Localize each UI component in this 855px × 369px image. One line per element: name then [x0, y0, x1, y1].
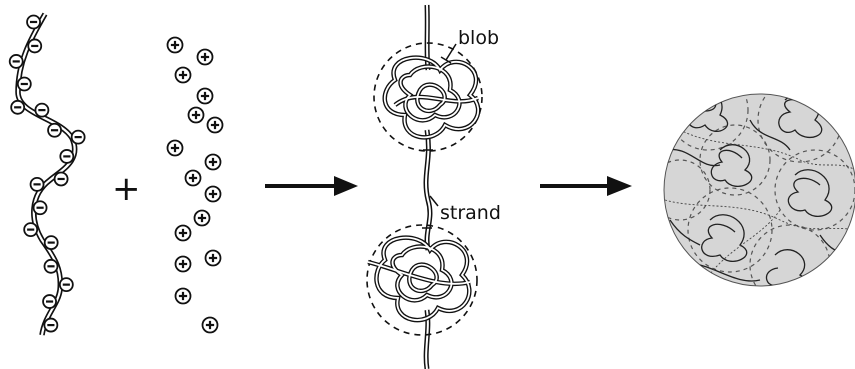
blob-strand-structure: blob strand [366, 4, 501, 369]
blob-lower [366, 224, 478, 336]
plus-sign: + [112, 169, 141, 209]
positive-charge-icon [204, 185, 222, 203]
negative-charge-icon [26, 14, 41, 30]
negative-charge-icon [29, 176, 45, 192]
negative-charge-icon [70, 129, 86, 145]
positive-charge-icon [204, 153, 222, 171]
strand-pointer [429, 195, 439, 207]
positive-charge-icon [174, 255, 192, 273]
negative-charge-icon [27, 38, 43, 54]
negative-charge-icon [10, 99, 26, 115]
positive-charge-icon [184, 169, 202, 187]
positive-charge-icon [166, 36, 184, 54]
right-arrow-icon [265, 176, 358, 196]
positive-charge-icon [201, 316, 219, 334]
negative-charge-icon [8, 54, 24, 69]
positive-charge-icon [196, 48, 214, 66]
positive-charge-icon [193, 209, 211, 227]
negative-charge-icon [32, 200, 48, 216]
negative-charge-icon [43, 317, 59, 333]
negative-charge-icon [34, 102, 50, 118]
positive-charge-icon [206, 116, 224, 134]
polyanion-chain [8, 12, 86, 336]
negative-charge-icon [47, 122, 62, 138]
negative-charge-icon [59, 149, 75, 164]
positive-charge-icon [166, 139, 184, 157]
polycation-ions [166, 36, 224, 334]
positive-charge-icon [174, 224, 192, 242]
positive-charge-icon [204, 249, 222, 267]
positive-charge-icon [174, 287, 192, 305]
negative-charge-icon [53, 171, 69, 187]
right-arrow-icon [540, 176, 632, 196]
coacervate-disc [663, 93, 855, 287]
positive-charge-icon [196, 87, 214, 105]
negative-charge-icon [42, 294, 57, 309]
positive-charge-icon [174, 66, 192, 84]
blob-upper [373, 42, 483, 152]
blob-pointer [445, 43, 457, 61]
strand-label: strand [440, 202, 501, 224]
positive-charge-icon [187, 106, 205, 124]
negative-charge-icon [23, 222, 39, 238]
negative-charges [8, 14, 86, 333]
negative-charge-icon [43, 258, 59, 274]
negative-charge-icon [16, 76, 32, 92]
blob-label: blob [458, 27, 499, 49]
negative-charge-icon [43, 235, 59, 250]
negative-charge-icon [58, 277, 74, 293]
